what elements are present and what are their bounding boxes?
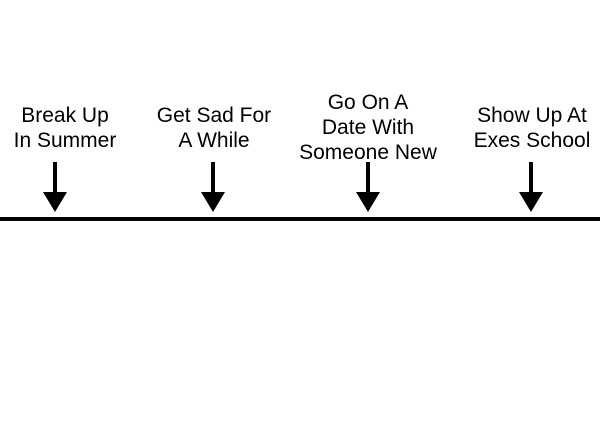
down-arrow-icon	[43, 162, 67, 212]
event-label-break-up: Break Up In Summer	[13, 104, 117, 152]
event-label-show-up: Show Up At Exes School	[473, 104, 591, 152]
timeline-event-1: Break Up In Summer	[0, 103, 150, 153]
event-label-new-date: Go On A Date With Someone New	[299, 91, 437, 164]
timeline-axis-line	[0, 217, 600, 221]
timeline-event-4: Show Up At Exes School	[447, 103, 600, 153]
timeline-event-3: Go On A Date With Someone New	[283, 90, 453, 165]
timeline-event-2: Get Sad For A While	[129, 103, 299, 153]
event-label-get-sad: Get Sad For A While	[156, 104, 272, 152]
down-arrow-icon	[356, 162, 380, 212]
down-arrow-icon	[201, 162, 225, 212]
down-arrow-icon	[519, 162, 543, 212]
